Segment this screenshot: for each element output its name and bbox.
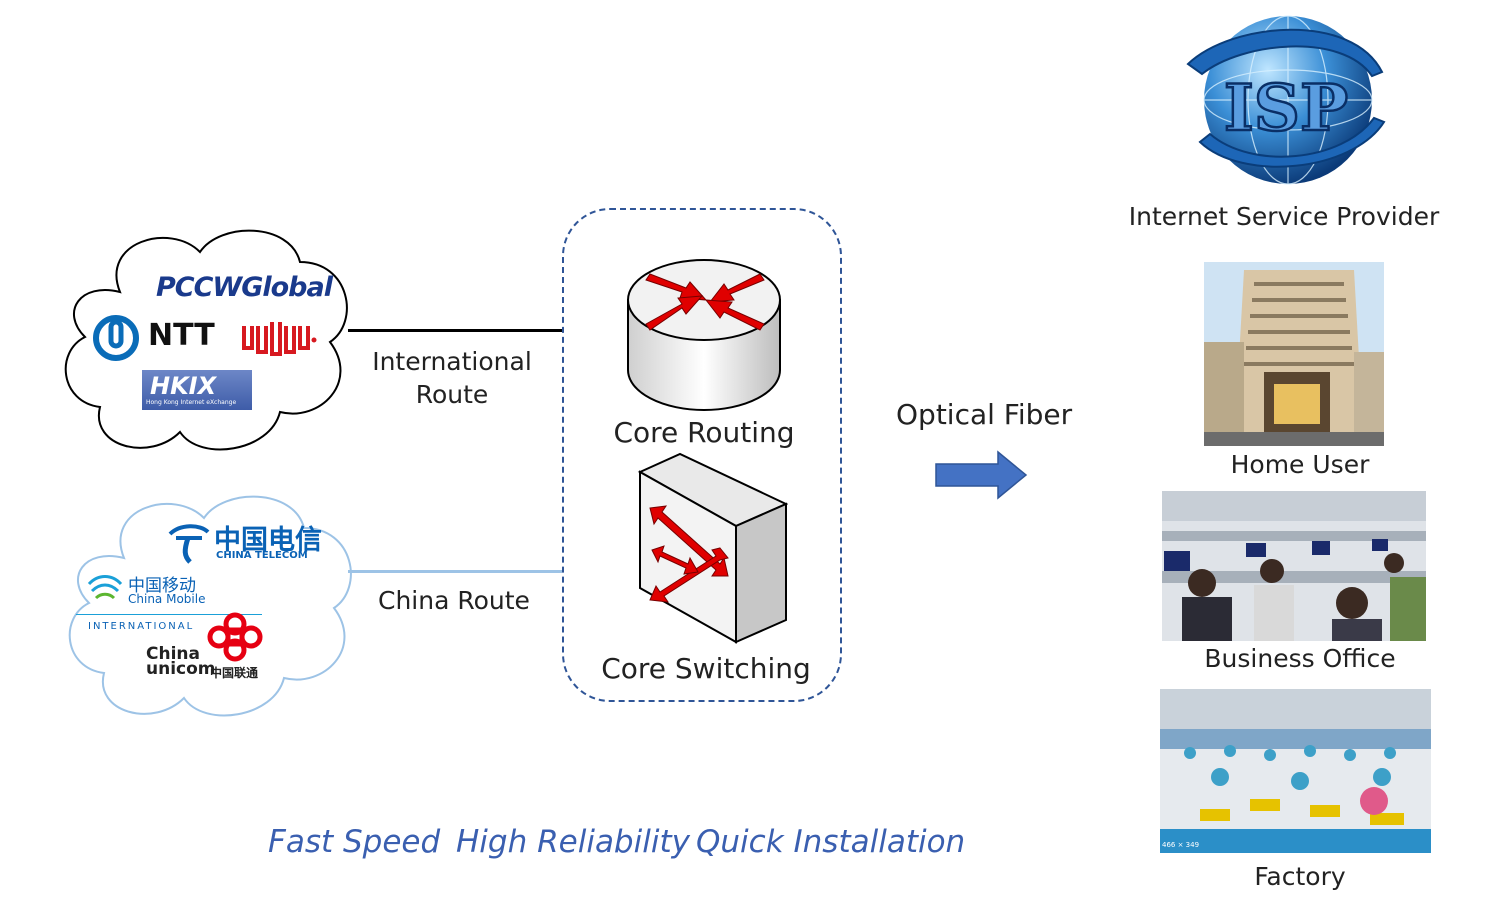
china-route-line (348, 570, 562, 573)
core-router-icon (624, 256, 784, 416)
equinix-logo-icon (240, 318, 318, 358)
international-caption: INTERNATIONAL (88, 621, 195, 632)
china-mobile-english: China Mobile (128, 592, 206, 606)
china-unicom-english-1: China (146, 644, 200, 664)
international-route-label-1: International (372, 347, 532, 376)
china-route-label: China Route (378, 586, 530, 615)
core-switching-label: Core Switching (601, 652, 811, 685)
home-user-building-image (1204, 262, 1384, 446)
china-unicom-knot-icon (202, 610, 268, 664)
china-telecom-icon (166, 520, 212, 564)
china-carriers-cloud (64, 488, 354, 728)
ntt-logo-icon (92, 314, 140, 362)
factory-label: Factory (1254, 862, 1346, 891)
factory-image: 466 × 349 (1160, 689, 1431, 853)
china-unicom-english-2: unicom (146, 659, 216, 679)
home-user-label: Home User (1230, 450, 1370, 479)
ntt-logo: NTT (148, 318, 215, 353)
hkix-logo: HKIX Hong Kong Internet eXchange (142, 370, 252, 410)
international-carriers-cloud (60, 222, 350, 462)
international-route-label-2: Route (415, 380, 489, 409)
china-telecom-chinese: 中国电信 (214, 525, 322, 556)
international-route-line (348, 329, 562, 332)
isp-globe-logo: ISP (1182, 2, 1390, 200)
china-telecom-english: CHINA TELECOM (216, 550, 308, 561)
isp-label: Internet Service Provider (1128, 202, 1440, 231)
tagline-quick-installation: Quick Installation (696, 824, 966, 860)
core-switch-icon (636, 452, 788, 644)
tagline-fast-speed: Fast Speed (268, 824, 441, 860)
optical-fiber-label: Optical Fiber (896, 398, 1073, 431)
optical-fiber-arrow-icon (934, 450, 1028, 500)
business-office-label: Business Office (1204, 644, 1396, 673)
svg-text:ISP: ISP (1224, 71, 1348, 146)
core-network-box (562, 208, 842, 702)
tagline-high-reliability: High Reliability (456, 824, 690, 860)
china-mobile-chinese: 中国移动 (128, 576, 196, 596)
business-office-image (1162, 491, 1426, 641)
factory-image-size-caption: 466 × 349 (1162, 841, 1200, 849)
international-divider (76, 614, 262, 615)
china-mobile-icon (86, 572, 124, 608)
china-unicom-chinese: 中国联通 (210, 666, 259, 680)
core-routing-label: Core Routing (613, 416, 795, 449)
pccw-global-logo: PCCWGlobal (156, 272, 333, 303)
